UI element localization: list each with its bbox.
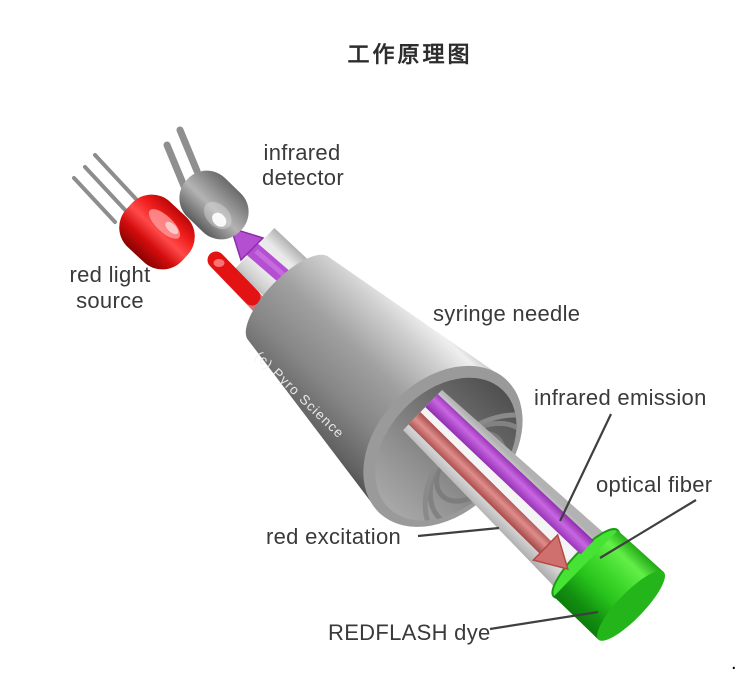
fiber-core-band	[414, 402, 582, 561]
label-red-light-source-line2: source	[76, 288, 144, 313]
red-led-leg-3	[72, 176, 117, 224]
detector-leg-2	[163, 141, 188, 190]
label-red-light-source-line1: red light	[70, 262, 151, 287]
infrared-arrowhead	[229, 226, 265, 262]
red-excitation-arrowhead	[531, 533, 569, 571]
trailing-period: .	[731, 652, 737, 674]
infrared-emission-leader	[559, 413, 612, 522]
red-led-leg-2	[83, 165, 128, 213]
detector-specular	[212, 212, 227, 227]
label-infrared-emission: infrared emission	[534, 385, 707, 410]
label-infrared-detector-line1: infrared	[264, 140, 341, 165]
detector-leg-1	[176, 126, 201, 175]
red-led-leg-1	[93, 153, 138, 201]
detector-body	[179, 170, 249, 240]
red-rod-bottom	[408, 412, 552, 554]
label-infrared-detector-line2: detector	[262, 165, 344, 190]
label-syringe-needle: syringe needle	[433, 301, 580, 326]
red-excitation-leader	[417, 526, 500, 538]
label-optical-fiber: optical fiber	[596, 472, 712, 497]
diagram-title: 工作原理图	[347, 42, 472, 68]
infrared-detector-component	[163, 126, 249, 240]
detector-legs	[163, 126, 201, 190]
needle-body	[248, 257, 507, 513]
dye-cap-far-end	[597, 570, 666, 641]
optical-fiber-leader	[599, 499, 697, 559]
red-led-body-group	[119, 194, 195, 270]
purple-rod-bottom	[425, 394, 594, 555]
red-beam-highlight	[213, 259, 225, 267]
dye-cap-body	[553, 530, 664, 640]
label-redflash-dye: REDFLASH dye	[328, 620, 491, 645]
red-led-body	[119, 194, 195, 270]
diagram-labels: infrared detector red light source syrin…	[70, 140, 713, 645]
syringe-needle-assembly: (c) Pyro Science	[245, 254, 666, 641]
leader-lines	[417, 413, 697, 631]
detector-body-group	[179, 170, 249, 240]
red-light-source-led	[72, 153, 195, 270]
label-red-excitation: red excitation	[266, 524, 401, 549]
red-led-legs	[72, 153, 138, 224]
red-led-specular	[165, 221, 179, 235]
redflash-dye-leader	[489, 610, 599, 631]
